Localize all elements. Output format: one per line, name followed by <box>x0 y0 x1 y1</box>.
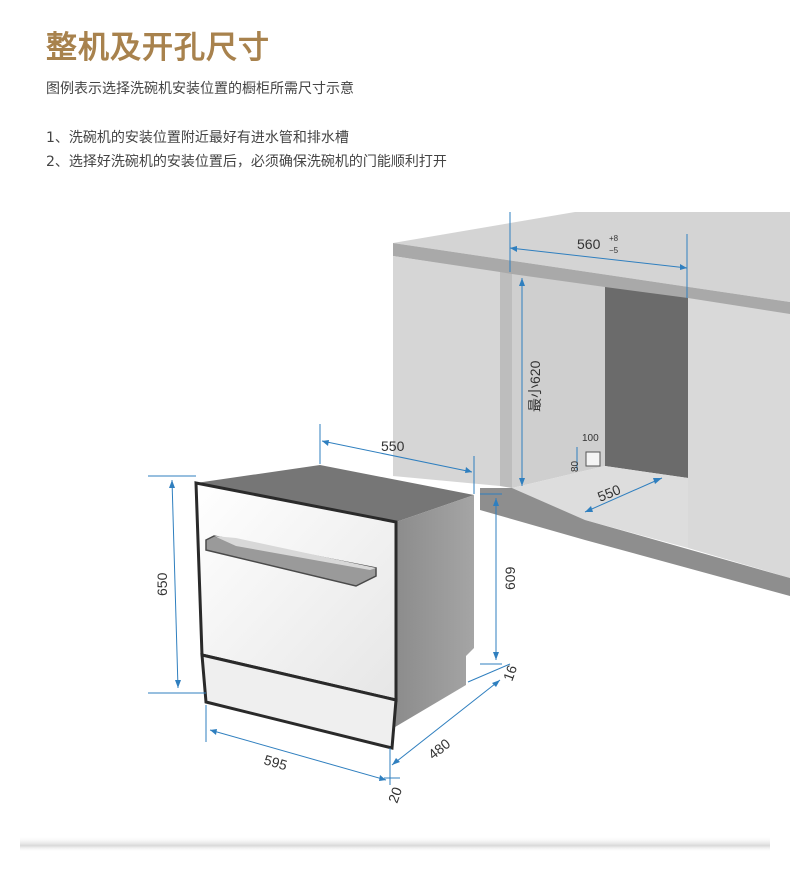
cabinet-width-tol-plus: +8 <box>609 234 619 243</box>
unit-front-height-label: 650 <box>154 572 170 596</box>
page-subtitle: 图例表示选择洗碗机安装位置的橱柜所需尺寸示意 <box>46 81 354 97</box>
unit-side-depth-label: 480 <box>425 735 453 762</box>
opening-left-wall <box>512 274 605 488</box>
pipe-hole-width-label: 100 <box>582 433 599 444</box>
cabinet-width-tol-minus: −5 <box>609 246 619 255</box>
door-handle <box>205 535 377 587</box>
dishwasher-side <box>390 495 474 730</box>
note-2: 2、选择好洗碗机的安装位置后，必须确保洗碗机的门能顺利打开 <box>46 154 447 170</box>
cabinet-left-divider <box>500 272 512 488</box>
dishwasher-kickplate <box>200 653 398 750</box>
dishwasher-top <box>196 465 474 522</box>
cabinet-width-label: 560 <box>577 236 601 252</box>
dishwasher-unit <box>194 465 474 750</box>
pipe-hole-height-label: 80 <box>570 460 581 472</box>
unit-side-height-label: 609 <box>502 566 518 590</box>
kitchen-cabinet <box>393 212 790 596</box>
opening-back-wall <box>605 287 688 478</box>
dimension-arrowheads <box>169 246 687 781</box>
dimension-lines <box>148 212 688 785</box>
unit-bottom-label: 20 <box>385 785 405 805</box>
unit-leg-label: 16 <box>500 663 520 683</box>
cabinet-plinth <box>480 488 790 596</box>
floor-shadow <box>20 836 770 852</box>
cabinet-right <box>688 298 790 578</box>
note-1: 1、洗碗机的安装位置附近最好有进水管和排水槽 <box>46 130 349 146</box>
cabinet-left <box>393 256 500 486</box>
cabinet-height-label: 最小620 <box>527 360 543 412</box>
unit-front-width-label: 595 <box>262 752 289 774</box>
opening-floor <box>512 466 688 548</box>
pipe-hole <box>585 451 601 467</box>
unit-top-depth-label: 550 <box>381 438 405 454</box>
page-title: 整机及开孔尺寸 <box>46 30 270 66</box>
